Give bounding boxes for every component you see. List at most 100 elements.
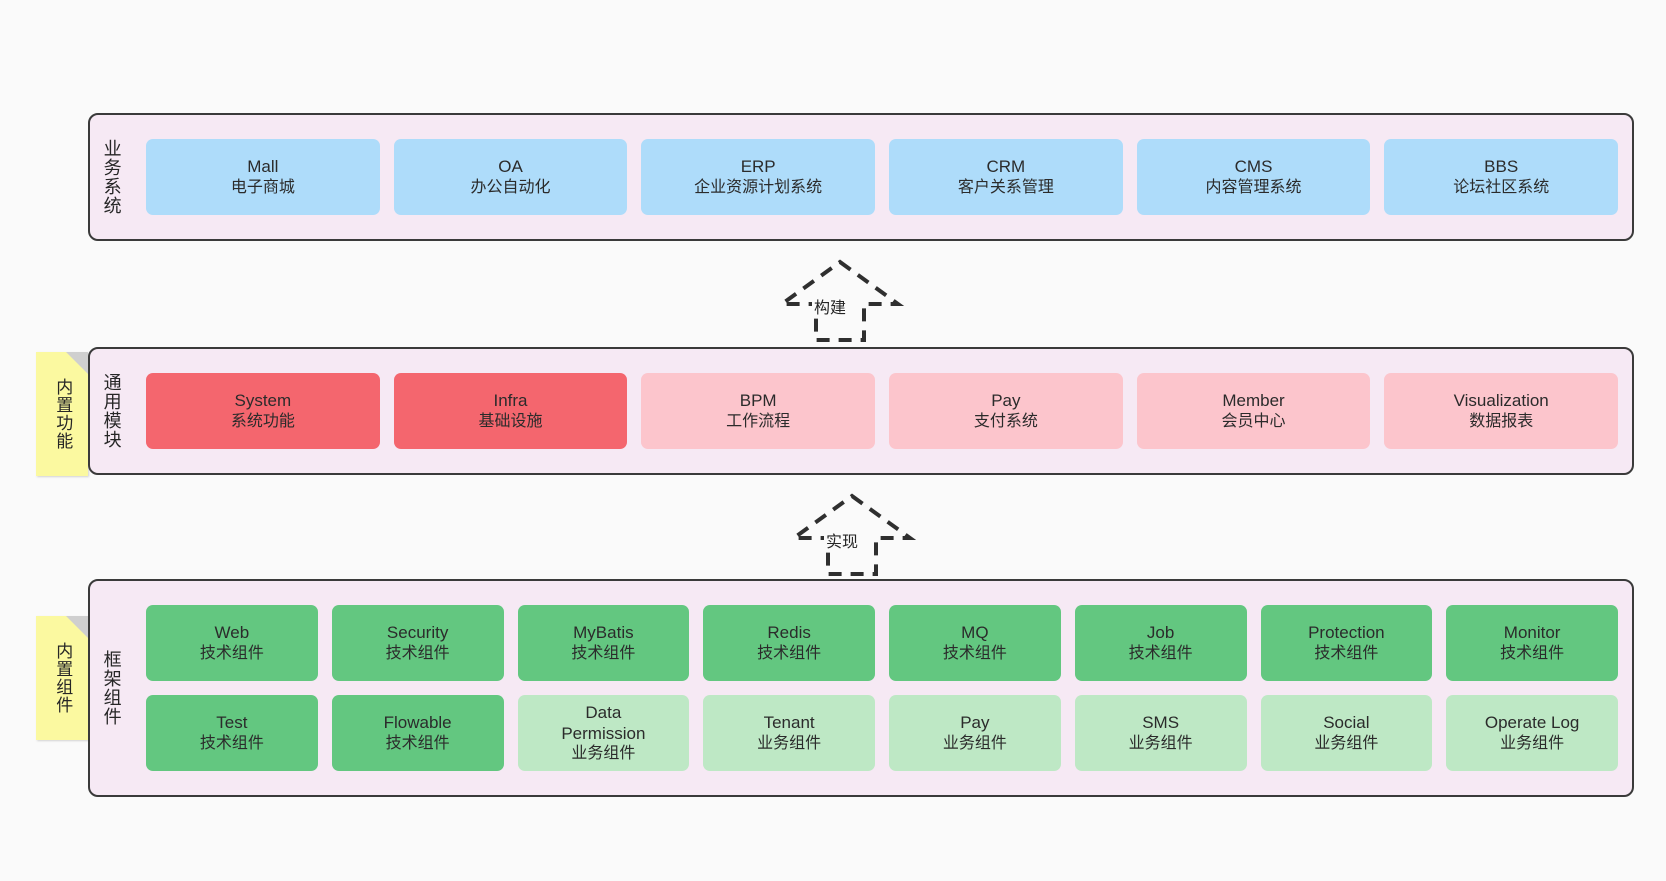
- card-mq[interactable]: MQ 技术组件: [889, 605, 1061, 681]
- connector-build-label: 构建: [812, 294, 849, 318]
- card-subtitle: 技术组件: [571, 644, 636, 662]
- card-subtitle: 技术组件: [757, 644, 822, 662]
- card-subtitle: 内容管理系统: [1205, 178, 1302, 196]
- card-flowable[interactable]: Flowable 技术组件: [331, 695, 504, 771]
- layer-title-framework-component: 框架组件: [101, 650, 122, 726]
- card-monitor[interactable]: Monitor 技术组件: [1446, 605, 1618, 681]
- card-title: Monitor: [1503, 623, 1561, 643]
- card-crm[interactable]: CRM 客户关系管理: [889, 139, 1123, 215]
- layer-body-framework-component: Web 技术组件 Security 技术组件 MyBatis 技术组件 Redi…: [132, 581, 1632, 795]
- card-row: Web 技术组件 Security 技术组件 MyBatis 技术组件 Redi…: [146, 605, 1618, 681]
- card-title: Member: [1222, 391, 1285, 411]
- connector-build: 构建: [760, 258, 920, 344]
- connector-implement-label: 实现: [824, 528, 861, 552]
- card-tenant[interactable]: Tenant 业务组件: [703, 695, 875, 771]
- card-bbs[interactable]: BBS 论坛社区系统: [1384, 139, 1619, 215]
- card-title: Protection: [1308, 623, 1385, 643]
- generalization-arrow-icon: [787, 493, 917, 576]
- card-title: Visualization: [1453, 391, 1549, 411]
- layer-title-common-module: 通用模块: [101, 373, 122, 449]
- card-cms[interactable]: CMS 内容管理系统: [1136, 139, 1371, 215]
- card-operate-log[interactable]: Operate Log 业务组件: [1446, 695, 1618, 771]
- card-oa[interactable]: OA 办公自动化: [393, 139, 628, 215]
- layer-common-module: 通用模块 System 系统功能 Infra 基础设施 BPM 工作流程 Pay…: [88, 347, 1634, 475]
- card-test[interactable]: Test 技术组件: [146, 695, 318, 771]
- card-subtitle: 数据报表: [1469, 412, 1534, 430]
- card-security[interactable]: Security 技术组件: [331, 605, 504, 681]
- card-title: Flowable: [383, 713, 452, 733]
- card-subtitle: 电子商城: [230, 178, 295, 196]
- card-subtitle: 基础设施: [478, 412, 543, 430]
- card-title: BBS: [1484, 157, 1519, 177]
- card-erp[interactable]: ERP 企业资源计划系统: [641, 139, 876, 215]
- card-subtitle: 系统功能: [230, 412, 295, 430]
- card-title: Web: [214, 623, 250, 643]
- card-visualization[interactable]: Visualization 数据报表: [1384, 373, 1619, 449]
- card-row: Mall 电子商城 OA 办公自动化 ERP 企业资源计划系统 CRM 客户关系…: [146, 139, 1619, 215]
- sticky-note-label: 内置组件: [53, 642, 73, 714]
- layer-business-system: 业务系统 Mall 电子商城 OA 办公自动化 ERP 企业资源计划系统 CRM…: [88, 113, 1634, 241]
- card-subtitle: 技术组件: [385, 644, 450, 662]
- card-title: System: [234, 391, 292, 411]
- sticky-note-builtin-components: 内置组件: [36, 616, 88, 740]
- card-subtitle: 技术组件: [199, 644, 264, 662]
- card-subtitle: 技术组件: [1128, 644, 1193, 662]
- generalization-arrow-icon: [775, 259, 905, 342]
- card-title: CRM: [986, 157, 1026, 177]
- card-title: MyBatis: [573, 623, 634, 643]
- card-mybatis[interactable]: MyBatis 技术组件: [517, 605, 690, 681]
- sticky-note-label: 内置功能: [53, 378, 73, 450]
- card-pay[interactable]: Pay 支付系统: [889, 373, 1123, 449]
- card-system[interactable]: System 系统功能: [146, 373, 380, 449]
- card-mall[interactable]: Mall 电子商城: [146, 139, 380, 215]
- card-data-permission[interactable]: Data Permission 业务组件: [517, 695, 690, 771]
- card-subtitle: 论坛社区系统: [1453, 178, 1550, 196]
- card-title: OA: [498, 157, 523, 177]
- card-subtitle: 技术组件: [942, 644, 1007, 662]
- card-subtitle: 业务组件: [942, 734, 1007, 752]
- card-subtitle: 业务组件: [757, 734, 822, 752]
- card-sms[interactable]: SMS 业务组件: [1074, 695, 1247, 771]
- card-title: Tenant: [763, 713, 815, 733]
- card-pay-biz[interactable]: Pay 业务组件: [889, 695, 1061, 771]
- card-subtitle: 办公自动化: [470, 178, 551, 196]
- card-title: Test: [216, 713, 248, 733]
- card-member[interactable]: Member 会员中心: [1136, 373, 1371, 449]
- layer-body-business-system: Mall 电子商城 OA 办公自动化 ERP 企业资源计划系统 CRM 客户关系…: [132, 115, 1632, 239]
- card-web[interactable]: Web 技术组件: [146, 605, 318, 681]
- card-subtitle: 技术组件: [199, 734, 264, 752]
- card-row: System 系统功能 Infra 基础设施 BPM 工作流程 Pay 支付系统…: [146, 373, 1619, 449]
- card-subtitle: 企业资源计划系统: [694, 178, 823, 196]
- sticky-note-builtin-features: 内置功能: [36, 352, 88, 476]
- connector-implement: 实现: [772, 492, 932, 578]
- card-redis[interactable]: Redis 技术组件: [703, 605, 875, 681]
- card-title: Operate Log: [1484, 713, 1580, 733]
- card-subtitle: 会员中心: [1221, 412, 1286, 430]
- card-title: Security: [386, 623, 449, 643]
- card-job[interactable]: Job 技术组件: [1074, 605, 1247, 681]
- card-title: MQ: [961, 623, 989, 643]
- card-title: BPM: [739, 391, 777, 411]
- card-protection[interactable]: Protection 技术组件: [1260, 605, 1433, 681]
- card-row: Test 技术组件 Flowable 技术组件 Data Permission …: [146, 695, 1618, 771]
- layer-body-common-module: System 系统功能 Infra 基础设施 BPM 工作流程 Pay 支付系统…: [132, 349, 1632, 473]
- card-title: Mall: [247, 157, 279, 177]
- card-title: ERP: [740, 157, 776, 177]
- card-title: Data Permission: [561, 702, 646, 743]
- card-bpm[interactable]: BPM 工作流程: [641, 373, 876, 449]
- card-subtitle: 业务组件: [1128, 734, 1193, 752]
- card-subtitle: 技术组件: [1314, 644, 1379, 662]
- layer-framework-component: 框架组件 Web 技术组件 Security 技术组件 MyBatis 技术组件…: [88, 579, 1634, 797]
- card-subtitle: 技术组件: [1500, 644, 1565, 662]
- card-title: Pay: [991, 391, 1021, 411]
- card-title: Redis: [767, 623, 811, 643]
- card-subtitle: 工作流程: [726, 412, 791, 430]
- card-title: CMS: [1234, 157, 1273, 177]
- card-subtitle: 支付系统: [973, 412, 1038, 430]
- card-social[interactable]: Social 业务组件: [1260, 695, 1433, 771]
- card-subtitle: 业务组件: [1314, 734, 1379, 752]
- card-title: SMS: [1142, 713, 1180, 733]
- card-infra[interactable]: Infra 基础设施: [393, 373, 628, 449]
- card-subtitle: 技术组件: [385, 734, 450, 752]
